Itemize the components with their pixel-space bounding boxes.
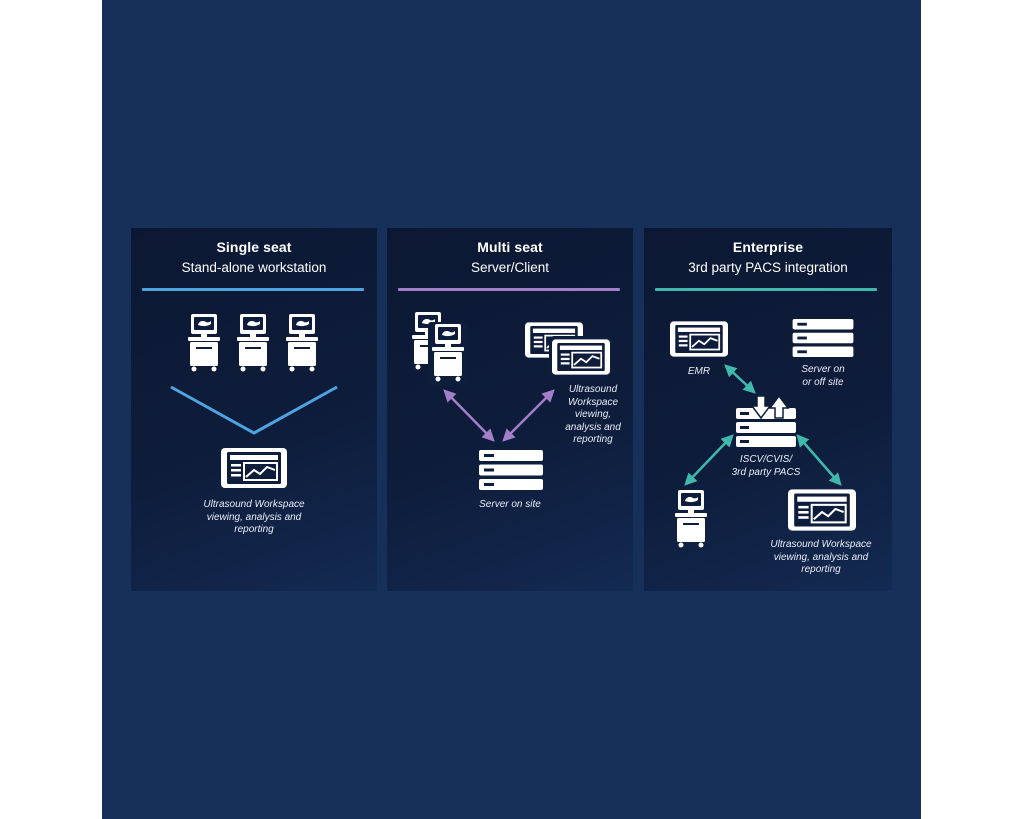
caption-line: Ultrasound [568, 384, 618, 395]
server-caption: Server on or off site [784, 364, 862, 389]
workspace-tablet-icon [788, 489, 856, 531]
caption-line: Ultrasound Workspace [203, 499, 305, 510]
caption-line: viewing, analysis and [206, 511, 302, 523]
server-caption: Server on site [479, 499, 541, 510]
multi-seat-title: Multi seat [477, 239, 543, 255]
workspace-tablet-icon [221, 448, 287, 488]
enterprise-title: Enterprise [732, 239, 804, 255]
emr-caption: EMR [687, 366, 711, 377]
workspace-caption: Ultrasound Workspace viewing, analysis a… [174, 499, 334, 537]
caption-line: reporting [801, 564, 841, 575]
pacs-exchange-icon [736, 394, 796, 447]
enterprise-panel: Enterprise 3rd party PACS integration [644, 228, 892, 591]
merge-connector [170, 385, 338, 435]
workspace-caption: Ultrasound Workspace viewing, analysis a… [557, 384, 629, 447]
multi-seat-panel: Multi seat Server/Client Ult [387, 228, 633, 591]
multi-seat-illustration [412, 312, 613, 490]
caption-line: Workspace [567, 396, 618, 408]
caption-line: Server on [801, 364, 845, 375]
emr-tablet-icon [670, 321, 728, 357]
bidirectional-arrow [796, 434, 842, 486]
caption-line: or off site [802, 376, 844, 388]
workspace-tablet-icon [549, 336, 613, 378]
ultrasound-cart-icon [188, 314, 220, 372]
server-icon [792, 319, 854, 357]
ultrasound-cart-icon [428, 322, 468, 386]
caption-line: reporting [573, 434, 613, 445]
workspace-caption: Ultrasound Workspace viewing, analysis a… [754, 539, 888, 577]
single-seat-illustration [170, 314, 338, 488]
single-seat-panel: Single seat Stand-alone workstation Ultr… [131, 228, 377, 591]
ultrasound-cart-icon [286, 314, 318, 372]
single-seat-title: Single seat [216, 239, 292, 255]
single-seat-divider [142, 288, 364, 291]
enterprise-divider [655, 288, 877, 291]
bidirectional-arrow [502, 389, 555, 442]
caption-line: analysis and [565, 421, 621, 433]
multi-seat-subtitle: Server/Client [470, 260, 550, 275]
caption-line: viewing, [574, 409, 612, 420]
enterprise-subtitle: 3rd party PACS integration [688, 260, 848, 275]
caption-line: Ultrasound Workspace [770, 539, 872, 550]
bidirectional-arrow [724, 364, 756, 394]
single-seat-subtitle: Stand-alone workstation [181, 260, 327, 275]
caption-line: ISCV/CVIS/ [739, 454, 793, 465]
server-icon [479, 450, 543, 490]
multi-seat-divider [398, 288, 620, 291]
diagram-canvas: Single seat Stand-alone workstation Ultr… [102, 0, 921, 819]
bidirectional-arrow [684, 434, 734, 486]
bidirectional-arrow [443, 389, 495, 442]
pacs-caption: ISCV/CVIS/ 3rd party PACS [716, 454, 816, 479]
ultrasound-cart-icon [675, 490, 707, 548]
ultrasound-cart-icon [237, 314, 269, 372]
enterprise-illustration [670, 319, 856, 548]
caption-line: 3rd party PACS [731, 466, 801, 478]
caption-line: viewing, analysis and [773, 551, 869, 563]
caption-line: reporting [234, 524, 274, 535]
